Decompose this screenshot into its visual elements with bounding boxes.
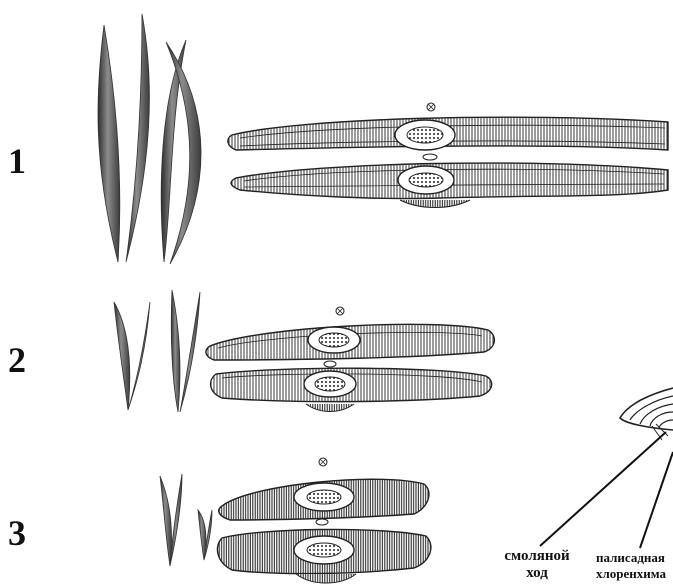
leader-line-palisade xyxy=(640,452,673,548)
row-label-3: 3 xyxy=(8,515,26,551)
label-resin-duct-line2: ход xyxy=(494,565,580,582)
row2-cross-sections xyxy=(206,307,494,412)
needle-3b xyxy=(170,474,182,566)
label-resin-duct-line1: смоляной xyxy=(494,548,580,565)
needle-2c xyxy=(171,290,180,412)
needle-1a xyxy=(98,25,120,262)
detail-enlargement xyxy=(540,388,673,548)
label-resin-duct: смоляной ход xyxy=(494,548,580,582)
needle-3a xyxy=(160,476,172,566)
row-label-2: 2 xyxy=(8,342,26,378)
needle-2d xyxy=(180,292,200,412)
row3-needles xyxy=(160,474,212,566)
row-label-1: 1 xyxy=(8,143,26,179)
needle-2b xyxy=(128,302,150,410)
row1-needles xyxy=(98,14,201,264)
needle-1b xyxy=(126,14,149,262)
needle-2a xyxy=(114,302,130,410)
row2-needles xyxy=(114,290,200,412)
label-palisade-line1: палисадная xyxy=(596,550,673,566)
row3-cross-sections xyxy=(217,458,430,583)
label-palisade-chlorenchyma: палисадная хлоренхима xyxy=(596,550,673,582)
label-palisade-line2: хлоренхима xyxy=(596,566,673,582)
row1-cross-sections xyxy=(228,103,668,208)
